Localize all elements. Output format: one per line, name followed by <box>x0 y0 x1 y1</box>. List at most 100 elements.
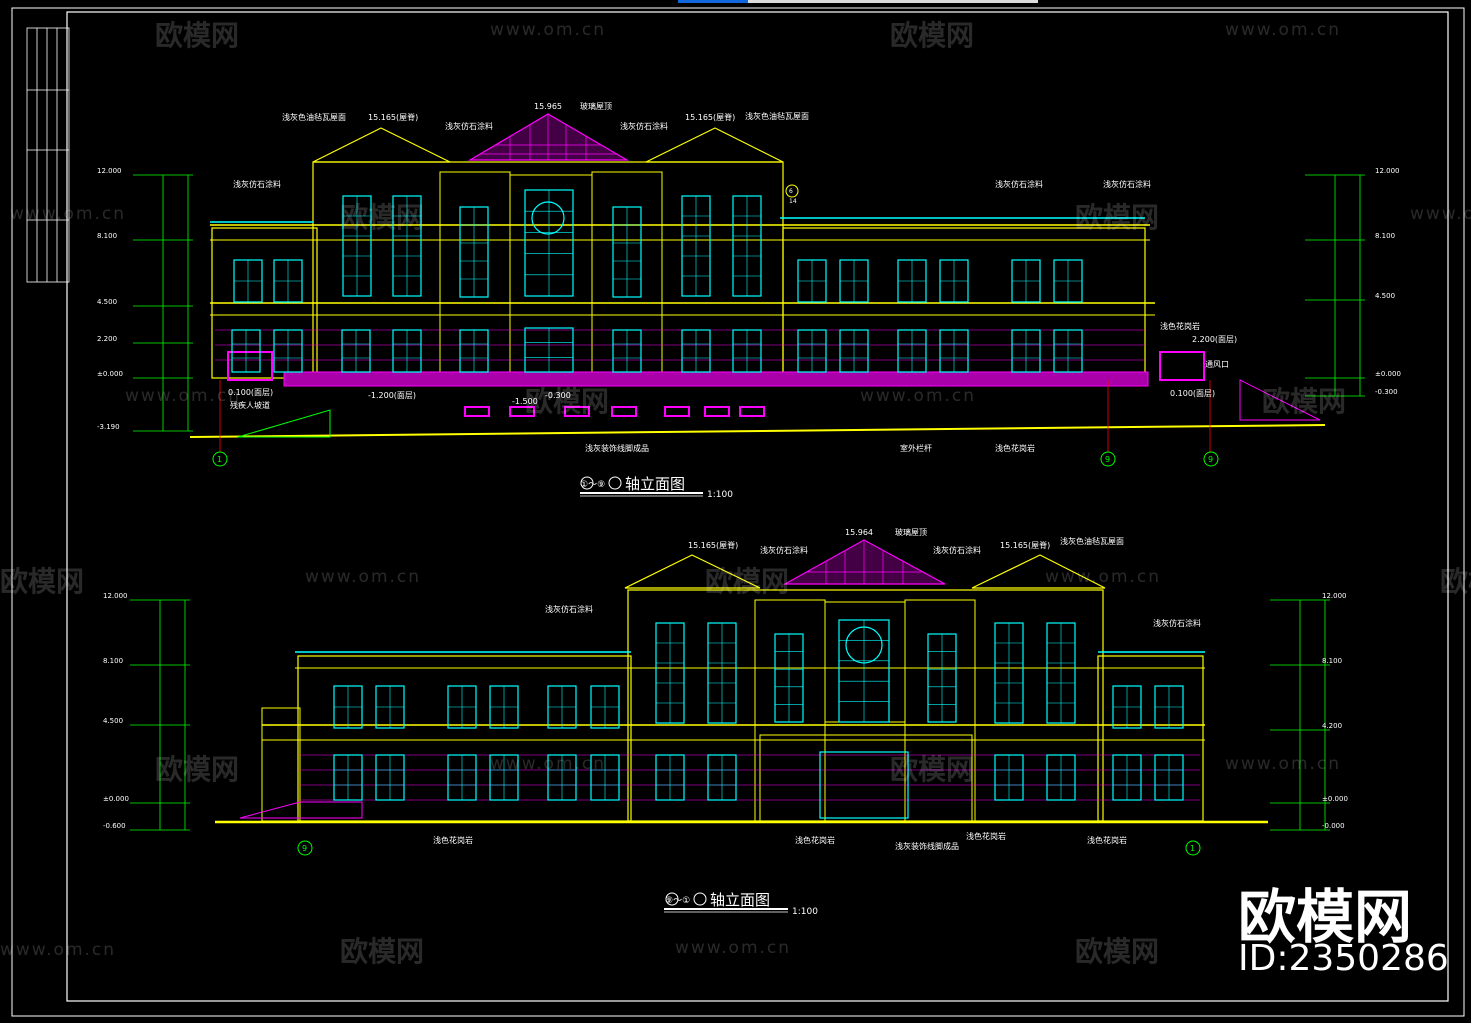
peak-level: 15.165(屋脊) <box>688 540 738 550</box>
elevation-level: -0.600 <box>103 822 126 830</box>
basement-vent <box>739 406 765 417</box>
binding-strip <box>26 27 70 283</box>
elevation-level: 4.500 <box>103 717 123 725</box>
elevation-level: 12.000 <box>1322 592 1347 600</box>
base-band <box>283 371 1149 387</box>
ground-line <box>189 424 1326 438</box>
watermark-url: www.om.cn <box>1225 20 1342 40</box>
label-granite: 浅色花岗岩 <box>966 831 1006 841</box>
basement-vent <box>564 406 590 417</box>
sheet-outer-frame <box>11 7 1465 1017</box>
watermark-logo: 欧模网 <box>1075 935 1160 968</box>
elevation-level: 8.100 <box>103 657 123 665</box>
axis-label: 1 <box>217 455 222 464</box>
peak-level: 15.964 <box>845 528 873 537</box>
elevation-level: 8.100 <box>1322 657 1342 665</box>
center-block <box>627 589 1104 822</box>
watermark-logo: 欧模网 <box>155 19 240 52</box>
label-granite: 浅色花岗岩 <box>433 835 473 845</box>
title-axes: ⑨～① <box>665 896 690 906</box>
elevation-level: 8.100 <box>97 232 117 240</box>
watermark-logo: 欧模网 <box>1262 385 1347 418</box>
label-stone-paint: 浅灰仿石涂料 <box>233 179 281 189</box>
title-axes: ①～⑨ <box>580 480 605 490</box>
misc-level: -0.300 <box>545 391 571 400</box>
watermark-url: www.om.cn <box>1410 204 1471 224</box>
watermark-logo: 欧模网 <box>890 753 975 786</box>
elevation-level: 12.000 <box>97 167 122 175</box>
left-gable <box>312 127 451 163</box>
label-stone-paint: 浅灰仿石涂料 <box>620 121 668 131</box>
right-gable <box>971 554 1106 589</box>
axis-label: 1 <box>1190 844 1195 853</box>
label-stone-paint: 浅灰仿石涂料 <box>760 545 808 555</box>
watermark-url: www.om.cn <box>1045 567 1162 587</box>
elevation-scale: 1:100 <box>792 907 818 917</box>
label-grc: 浅灰装饰线脚成品 <box>585 443 649 453</box>
label-glass-roof: 玻璃屋顶 <box>895 527 927 537</box>
axis-label: 9 <box>302 844 307 853</box>
misc-level: 0.100(面层) <box>1170 389 1215 398</box>
watermark-url: www.om.cn <box>125 386 242 406</box>
watermark-url: www.om.cn <box>305 567 422 587</box>
brand-logo: 欧模网 <box>1238 883 1413 951</box>
axis-bubble <box>1203 451 1219 467</box>
label-roof-tile: 浅灰色油毡瓦屋面 <box>1060 536 1124 546</box>
elevation-level: 2.200 <box>97 335 117 343</box>
label-ramp: 残疾人坡道 <box>230 400 270 410</box>
callout-sub: 14 <box>789 198 797 205</box>
label-granite: 浅色花岗岩 <box>795 835 835 845</box>
detail-callout <box>785 184 799 198</box>
elevation-level: ±0.000 <box>103 795 129 803</box>
center-block <box>312 161 784 379</box>
label-stone-paint: 浅灰仿石涂料 <box>545 604 593 614</box>
right-wing <box>1097 655 1204 822</box>
ramp <box>239 801 363 819</box>
viewport-tab-active[interactable] <box>678 0 748 3</box>
viewport-tab[interactable] <box>748 0 1038 3</box>
misc-level: -1.200(面层) <box>368 391 416 400</box>
basement-vent <box>704 406 730 417</box>
left-wing <box>297 655 632 822</box>
label-granite: 浅色花岗岩 <box>1087 835 1127 845</box>
peak-level: 15.165(屋脊) <box>1000 540 1050 550</box>
left-gable <box>624 554 761 589</box>
watermark-logo: 欧模网 <box>705 565 790 598</box>
label-granite: 浅色花岗岩 <box>995 443 1035 453</box>
right-gable <box>645 127 784 163</box>
label-stone-paint: 浅灰仿石涂料 <box>995 179 1043 189</box>
watermark-logo: 欧模网 <box>525 385 610 418</box>
label-vent: 通风口 <box>1205 359 1229 369</box>
elevation-level: 12.000 <box>1375 167 1400 175</box>
watermark-url: www.om.cn <box>490 754 607 774</box>
ramp <box>237 409 331 438</box>
misc-level: 0.100(面层) <box>228 388 273 397</box>
label-roof-tile: 浅灰色油毡瓦屋面 <box>745 111 809 121</box>
callout-number: 6 <box>789 188 793 195</box>
basement-vent <box>464 406 490 417</box>
elevation-level: 4.500 <box>97 298 117 306</box>
watermark-url: www.om.cn <box>0 940 117 960</box>
brand-id: ID:2350286 <box>1238 938 1449 979</box>
axis-bubble <box>212 451 228 467</box>
bottom-elevation <box>130 539 1330 913</box>
watermark-url: www.om.cn <box>1225 754 1342 774</box>
label-stone-paint: 浅灰仿石涂料 <box>1153 618 1201 628</box>
entrance-door <box>819 751 909 819</box>
misc-level: 2.200(面层) <box>1192 335 1237 344</box>
misc-level: -1.500 <box>512 397 538 406</box>
glass-roof <box>782 539 946 585</box>
label-stone-paint: 浅灰仿石涂料 <box>445 121 493 131</box>
watermark-url: www.om.cn <box>860 386 977 406</box>
watermark-logo: 欧模网 <box>155 753 240 786</box>
label-grc: 浅灰装饰线脚成品 <box>895 841 959 851</box>
basement-vent <box>664 406 690 417</box>
elevation-level: 4.500 <box>1375 292 1395 300</box>
elevation-title: 轴立面图 <box>625 475 685 493</box>
label-granite: 浅色花岗岩 <box>1160 321 1200 331</box>
sheet-inner-frame <box>66 11 1449 1002</box>
watermark-url: www.om.cn <box>675 938 792 958</box>
label-stone-paint: 浅灰仿石涂料 <box>1103 179 1151 189</box>
label-rail: 室外栏杆 <box>900 443 932 453</box>
